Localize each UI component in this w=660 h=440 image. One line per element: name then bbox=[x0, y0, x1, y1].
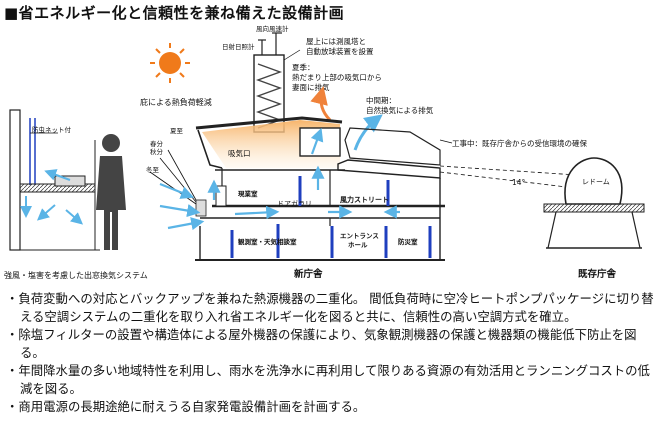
bullet-item: ・負荷変動への対応とバックアップを兼ねた熱源機器の二重化。 間低負荷時に空冷ヒー… bbox=[6, 291, 654, 324]
facility-diagram: 防虫ネット付 強風・塩害を考慮した出窓換気システム 夏至 春分 秋分 冬至 風向… bbox=[4, 24, 645, 280]
bullet-item: ・商用電源の長期途絶に耐えうる自家発電設備計画を計画する。 bbox=[6, 399, 366, 414]
mid-note-1: 中間期： bbox=[366, 95, 396, 105]
label-intake: 吸気口 bbox=[228, 148, 251, 158]
observation-tower bbox=[253, 32, 285, 133]
label-equinox-2: 秋分 bbox=[150, 147, 164, 156]
label-radome: レドーム bbox=[582, 178, 610, 186]
window-caption: 強風・塩害を考慮した出窓換気システム bbox=[4, 270, 148, 280]
bullet-list: ・負荷変動への対応とバックアップを兼ねた熱源機器の二重化。 間低負荷時に空冷ヒー… bbox=[6, 290, 656, 416]
bullet-item: ・年間降水量の多い地域特性を利用し、雨水を洗浄水に再利用して限りある資源の有効活… bbox=[6, 363, 650, 396]
label-entrance-1: エントランス bbox=[340, 232, 379, 240]
mid-note-2: 自然換気による排気 bbox=[366, 105, 434, 115]
label-wind-street: 風力ストリート bbox=[339, 195, 389, 204]
label-summer-solstice: 夏至 bbox=[170, 127, 184, 135]
summer-note-1: 夏季： bbox=[292, 62, 315, 72]
label-angle: 14° bbox=[512, 178, 526, 187]
bullet-item: ・除塩フィルターの設置や構造体による屋外機器の保護により、気象観測機器の保護と機… bbox=[6, 327, 637, 360]
label-eave: 庇による熱負荷軽減 bbox=[140, 97, 212, 107]
window-detail bbox=[9, 109, 100, 251]
summer-note-2: 熱だまり上部の吸気口から bbox=[292, 72, 382, 82]
roof-note-1: 屋上には測風塔と bbox=[306, 36, 366, 46]
person-silhouette bbox=[96, 134, 126, 250]
page-title: ■省エネルギー化と信頼性を兼ね備えた設備計画 bbox=[4, 4, 345, 22]
label-insect-net: 防虫ネット付 bbox=[32, 125, 72, 134]
label-new-building: 新庁舎 bbox=[294, 268, 323, 280]
label-obs-room: 観測室・天気相談室 bbox=[238, 237, 297, 246]
sun-icon bbox=[150, 43, 190, 83]
structural-columns bbox=[230, 176, 432, 258]
label-door-gallery: ドアガラリ bbox=[277, 199, 312, 208]
existing-building-section bbox=[543, 157, 645, 249]
construction-note: 工事中：既存庁舎からの受信環境の確保 bbox=[452, 138, 587, 148]
label-sunshine-meter: 日射日照計 bbox=[222, 42, 255, 51]
label-office: 現業室 bbox=[238, 189, 258, 198]
label-equinox-1: 春分 bbox=[150, 139, 164, 148]
label-anemometer: 風向風速計 bbox=[256, 24, 289, 33]
roof-note-2: 自動放球装置を設置 bbox=[306, 46, 374, 56]
label-existing-building: 既存庁舎 bbox=[578, 268, 617, 280]
label-winter-solstice: 冬至 bbox=[146, 165, 160, 174]
summer-note-3: 妻面に排気 bbox=[292, 82, 330, 92]
label-entrance-2: ホール bbox=[348, 241, 368, 249]
label-disaster-room: 防災室 bbox=[398, 237, 418, 246]
new-building-section bbox=[195, 116, 445, 261]
